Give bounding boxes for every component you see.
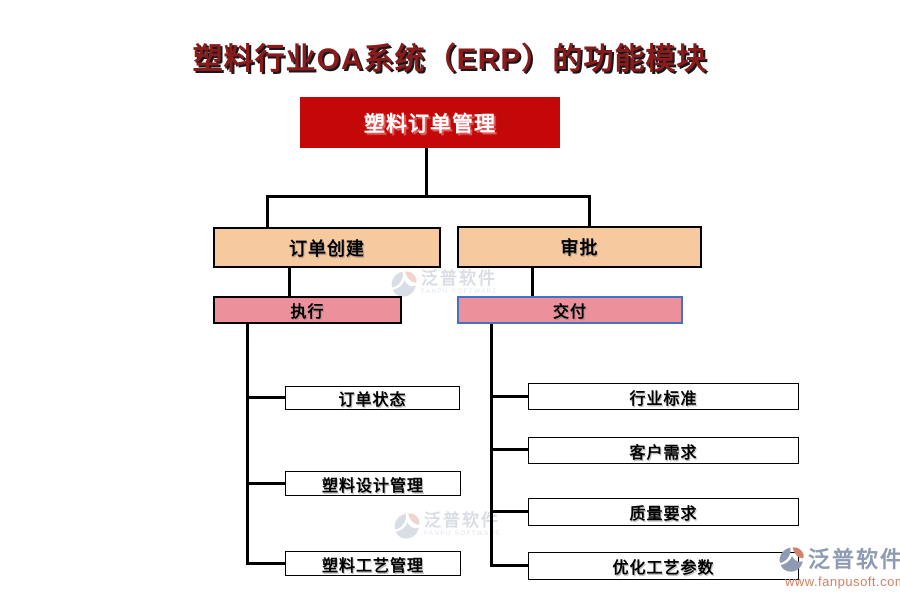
node-order-management: 塑料订单管理 [300,97,560,148]
node-industry-standard: 行业标准 [528,383,799,410]
node-customer-demand: 客户需求 [528,437,799,464]
connector-line [588,195,591,227]
diagram-title: 塑料行业OA系统（ERP）的功能模块 [192,43,708,76]
connector-line [266,195,269,227]
fanpu-logo: 泛普软件 www.fanpusoft.com [778,546,900,589]
connector-line [246,396,286,399]
connector-line [490,395,528,398]
node-plastic-process-management: 塑料工艺管理 [285,551,461,576]
fanpu-website-url: www.fanpusoft.com [785,574,900,589]
fanpu-logo-icon [779,547,804,572]
watermark-brand-name-en: FANPU SOFTWARE [421,287,498,295]
connector-line [246,482,286,485]
connector-line [425,147,428,197]
node-plastic-design-management: 塑料设计管理 [285,471,461,496]
connector-line [490,510,528,513]
node-approval: 审批 [457,226,702,268]
node-order-create: 订单创建 [213,227,441,268]
watermark-brand-name: 泛普软件 [424,511,500,530]
brand-name: 泛普软件 [808,547,900,572]
fanpu-logo-icon [391,271,417,297]
connector-line [531,266,534,297]
fanpu-logo-icon [394,513,420,539]
node-execute: 执行 [213,296,402,324]
connector-line [288,266,291,297]
connector-line [246,322,249,565]
connector-line [490,448,528,451]
connector-line [266,195,591,198]
node-optimize-process-params: 优化工艺参数 [528,552,799,580]
watermark-brand-name-en: FANPU SOFTWARE [424,529,501,537]
watermark-fanpu-logo: 泛普软件 FANPU SOFTWARE [390,270,498,298]
node-quality-requirement: 质量要求 [528,498,799,526]
watermark-brand-name: 泛普软件 [421,269,497,288]
node-order-status: 订单状态 [285,386,460,410]
connector-line [246,562,286,565]
connector-line [490,564,528,567]
node-deliver: 交付 [457,296,683,324]
watermark-fanpu-logo: 泛普软件 FANPU SOFTWARE [393,512,501,540]
connector-line [490,322,493,567]
